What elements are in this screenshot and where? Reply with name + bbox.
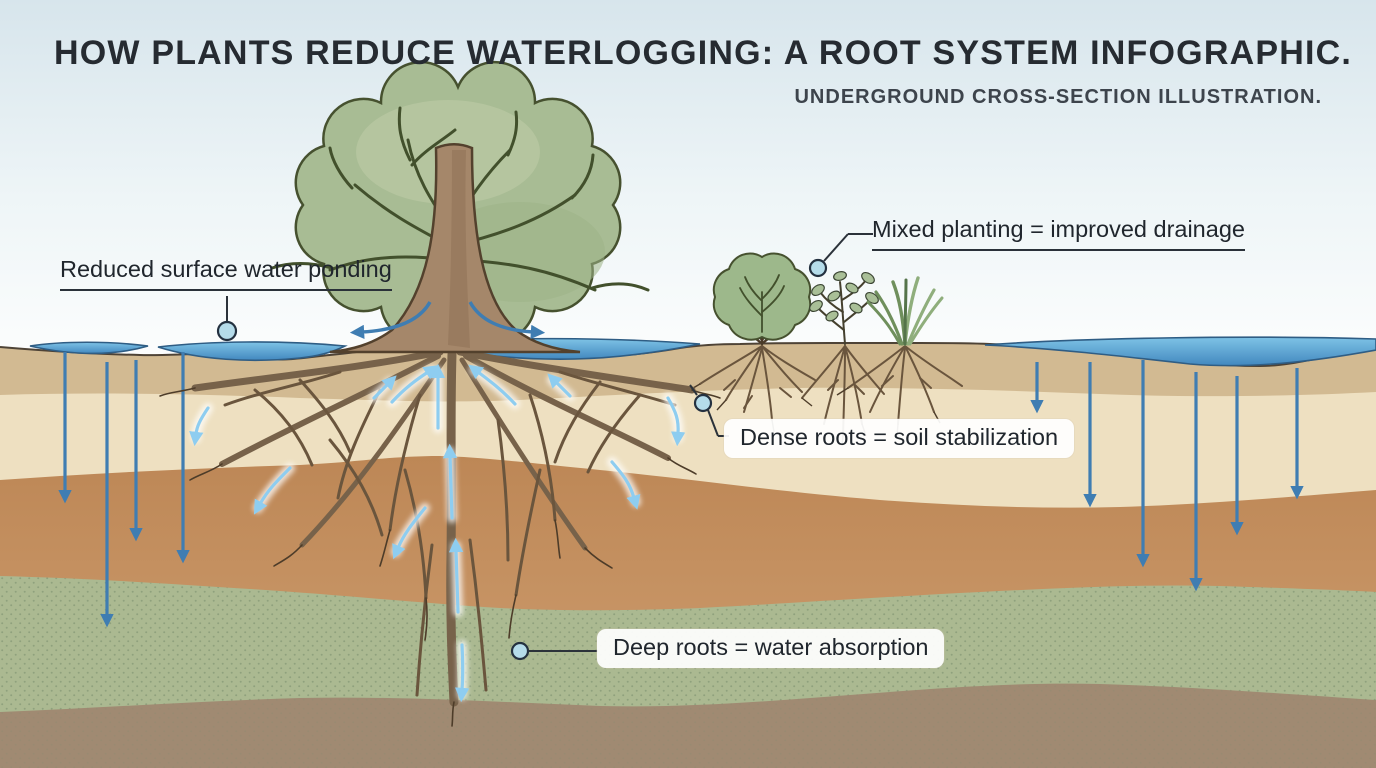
leader-dot-icon <box>693 393 713 413</box>
callout-surface-ponding: Reduced surface water ponding <box>60 256 392 292</box>
absorption-arrow-icon <box>372 375 397 400</box>
absorption-arrow-icon <box>392 506 427 560</box>
page-subtitle: UNDERGROUND CROSS-SECTION ILLUSTRATION. <box>794 86 1322 108</box>
grass-plant <box>866 276 944 346</box>
trunk-shade <box>448 150 470 348</box>
page-title: HOW PLANTS REDUCE WATERLOGGING: A ROOT S… <box>54 34 1352 72</box>
absorption-arrow-icon <box>253 466 292 515</box>
absorption-arrow-icon <box>547 373 572 398</box>
mixed-planting-plants <box>687 252 963 447</box>
absorption-arrow-icon <box>189 406 210 447</box>
absorption-arrow-icon <box>468 364 517 406</box>
surface-runoff-arrow-icon <box>468 301 546 339</box>
absorption-arrow-icon <box>448 537 464 614</box>
absorption-arrow-icon <box>442 443 458 520</box>
surface-runoff-arrow-icon <box>349 301 432 340</box>
soil-layer-subsoil-texture <box>0 683 1376 768</box>
callout-dense-roots: Dense roots = soil stabilization <box>724 419 1075 459</box>
soil-layers <box>0 341 1376 768</box>
leader-dot-icon <box>808 258 828 278</box>
callout-mixed-planting: Mixed planting = improved drainage <box>872 216 1245 252</box>
leader-dot-icon <box>216 320 238 342</box>
absorption-arrow-icon <box>666 396 686 447</box>
callout-deep-roots: Deep roots = water absorption <box>597 629 945 669</box>
absorption-arrows <box>189 363 686 703</box>
leader-dot-icon <box>510 641 530 661</box>
tree <box>270 60 650 354</box>
infiltration-arrows <box>58 352 1304 628</box>
shrub-plant <box>712 252 812 346</box>
callout-leaders <box>216 233 873 661</box>
pond-right-large <box>984 336 1376 367</box>
surface-runoff-arrows <box>349 301 546 340</box>
pond-left <box>157 341 348 362</box>
absorption-arrow-icon <box>610 460 641 510</box>
absorption-arrow-icon <box>390 365 439 404</box>
tree-root-system <box>159 348 721 727</box>
plant-roots <box>699 345 963 436</box>
sky <box>0 0 1376 360</box>
absorption-arrow-icon <box>454 643 470 703</box>
